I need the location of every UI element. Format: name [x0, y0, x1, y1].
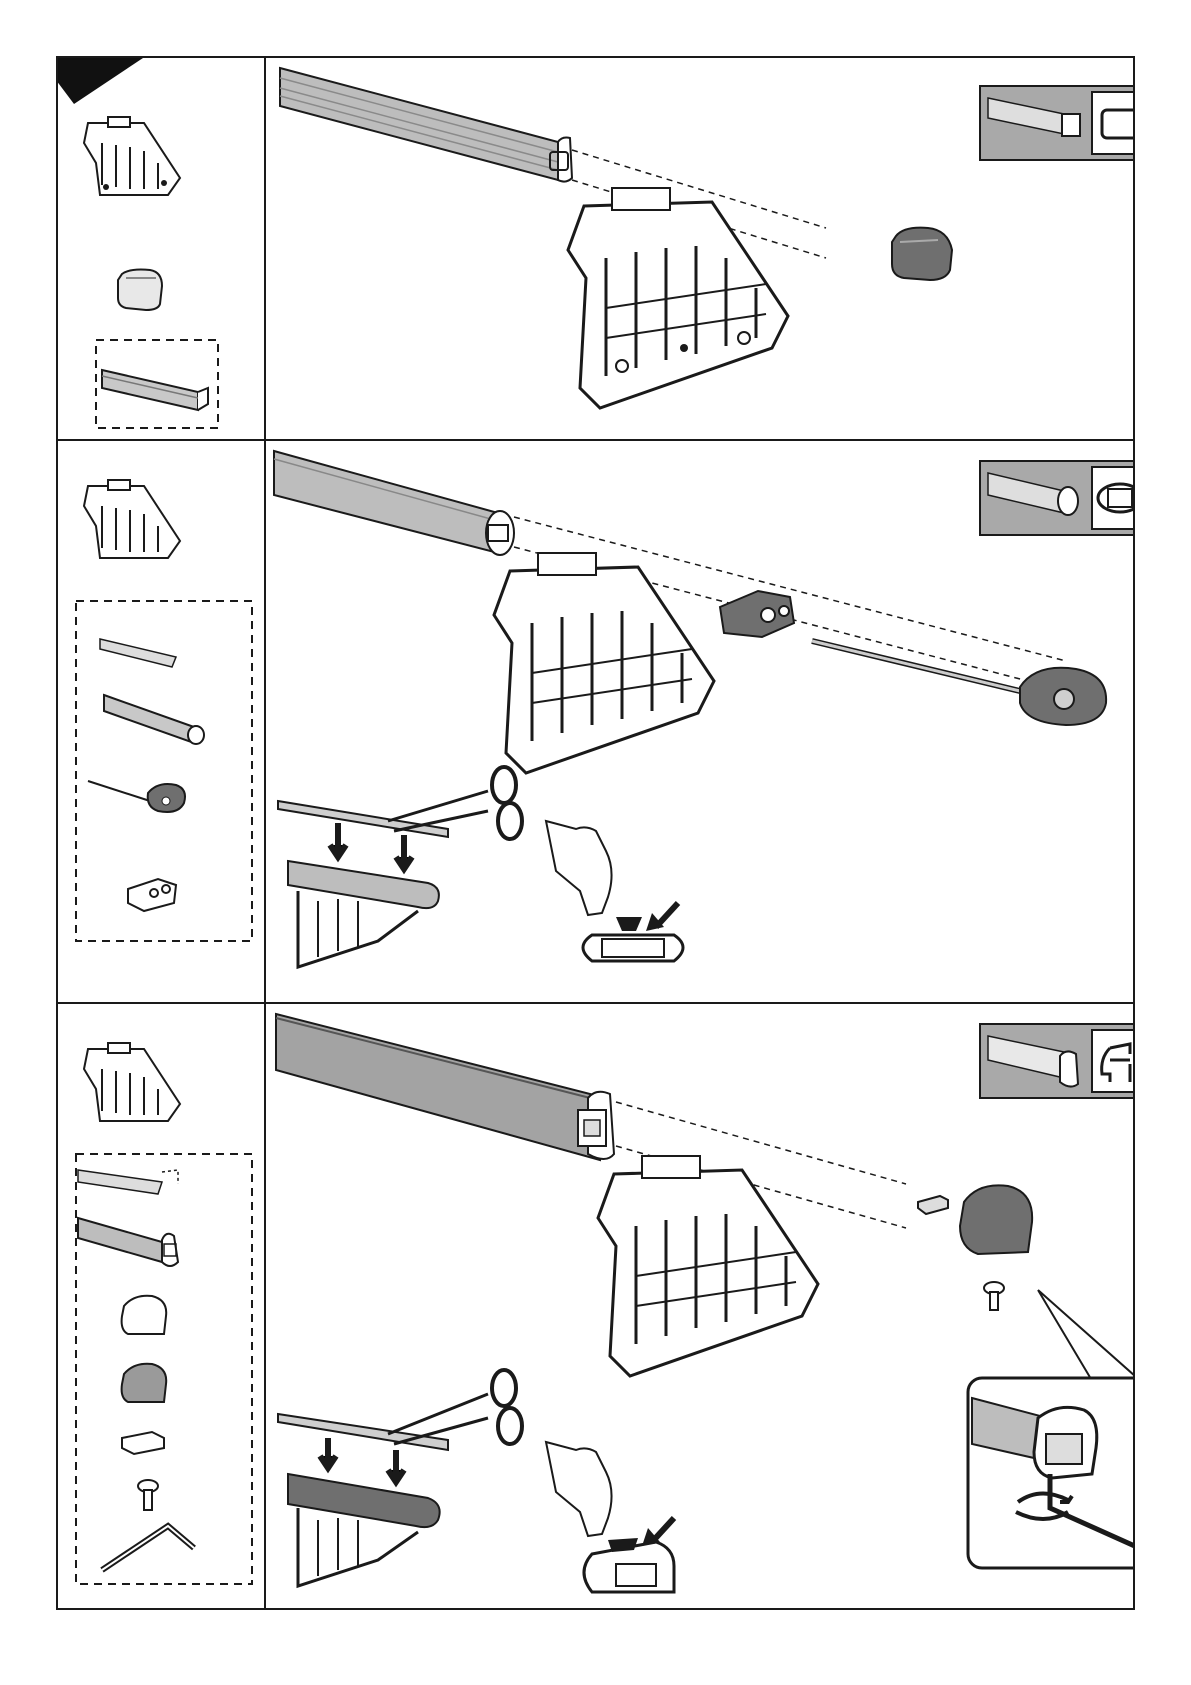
step-row-wing	[58, 1004, 1133, 1610]
wing-bar-icon	[78, 1218, 178, 1266]
parts-illustration	[58, 58, 264, 439]
bolt-icon	[984, 1282, 1004, 1310]
t-nut-icon	[918, 1196, 948, 1214]
aero-bar-icon	[104, 695, 204, 744]
adapter-clip-icon	[128, 879, 176, 911]
aero-profile-icon	[980, 461, 1133, 535]
parts-list	[58, 58, 266, 439]
square-bar-icon	[102, 370, 208, 410]
step-illustration	[266, 1004, 1133, 1610]
press-strip-hand-icon	[546, 1442, 674, 1592]
parts-list	[58, 1004, 266, 1610]
wing-profile-icon	[980, 1024, 1133, 1098]
end-cap-icon	[892, 228, 952, 280]
bolt-icon	[138, 1480, 158, 1510]
foot-pack-icon	[84, 1043, 180, 1121]
end-cap-with-rod-icon	[1020, 668, 1106, 725]
foot-pack-icon	[598, 1156, 818, 1376]
step-row-aero	[58, 441, 1133, 1004]
cut-strip-scissors-icon	[278, 767, 522, 967]
tighten-callout	[968, 1378, 1133, 1568]
end-cap-icon	[960, 1185, 1032, 1254]
end-cap-alt-icon	[122, 1364, 167, 1402]
step-row-square	[58, 58, 1133, 441]
foot-pack-icon	[494, 553, 714, 773]
cut-strip-scissors-icon	[278, 1370, 522, 1586]
step-illustration	[266, 441, 1133, 1002]
allen-key-icon	[102, 1526, 194, 1570]
instruction-frame	[56, 56, 1135, 1610]
parts-list	[58, 441, 266, 1002]
end-cap-with-rod-icon	[88, 781, 185, 812]
square-profile-icon	[980, 86, 1133, 160]
end-cap-icon	[122, 1296, 167, 1334]
rubber-strip-icon	[78, 1170, 178, 1194]
parts-illustration	[58, 441, 264, 1002]
foot-pack-icon	[568, 188, 788, 408]
rubber-strip-icon	[100, 639, 176, 667]
press-strip-hand-icon	[546, 821, 683, 961]
square-bar-icon	[280, 68, 572, 182]
end-cap-icon	[118, 270, 162, 311]
foot-pack-icon	[84, 117, 180, 195]
aero-bar-icon	[274, 451, 514, 555]
wing-bar-icon	[276, 1014, 614, 1160]
t-nut-icon	[122, 1432, 164, 1454]
foot-pack-icon	[84, 480, 180, 558]
parts-illustration	[58, 1004, 264, 1608]
adapter-clip-icon	[720, 591, 794, 637]
step-illustration	[266, 58, 1133, 439]
